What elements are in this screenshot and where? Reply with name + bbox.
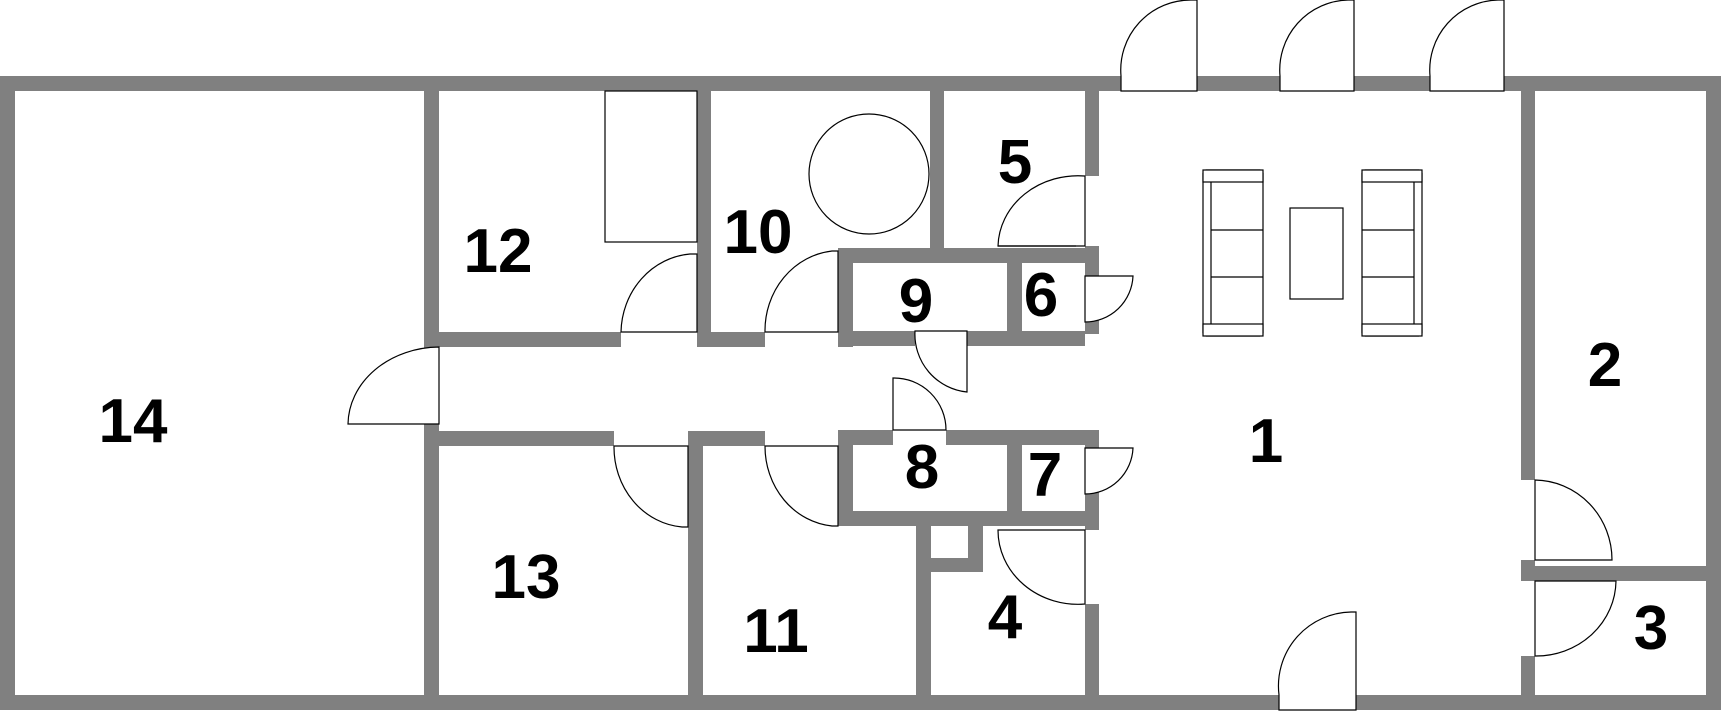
wall-9-bottom-a [853,331,915,346]
door-11 [764,445,839,527]
room-label-12: 12 [464,217,533,286]
wall-13-11 [688,431,703,710]
corridor-wall-south-b [688,431,765,446]
bed-12 [604,90,698,243]
door-14 [347,346,440,425]
wall-2-3 [1521,566,1721,581]
wall-8-7 [1007,430,1022,526]
exterior-door-openings [1121,76,1504,710]
room-label-1: 1 [1249,407,1283,476]
wall-9-west [838,248,853,346]
furniture [604,90,1423,337]
door-8 [892,377,947,431]
door-9 [914,330,968,393]
room-label-13: 13 [492,543,561,612]
door-6 [1084,275,1134,323]
outer-wall-left [0,76,15,710]
corridor-wall-north-a [424,332,621,347]
room-label-3: 3 [1634,594,1668,663]
room-label-4: 4 [988,583,1023,652]
wall-9-top [838,248,1098,263]
wall-1-3 [1521,656,1535,710]
room-label-14: 14 [99,387,168,456]
outer-wall-bottom [0,695,1721,710]
closet-wall-bottom [916,558,983,572]
wall-7-1 [1085,430,1099,448]
room-label-11: 11 [743,597,809,666]
door-13 [613,445,689,528]
walls [0,76,1721,710]
wall-9-bottom-b [967,331,1098,346]
room-label-10: 10 [724,198,793,267]
door-5 [997,175,1086,247]
room-label-6: 6 [1024,261,1058,330]
round-table-10 [808,113,930,235]
door-10 [764,250,839,333]
wall-1-2 [1521,76,1535,480]
corridor-wall-north-b [697,332,765,347]
door-4 [997,529,1086,605]
room-label-9: 9 [899,267,933,336]
room-label-8: 8 [905,433,939,502]
outer-wall-right [1706,76,1721,710]
wall-9-6 [1007,248,1022,346]
door-7 [1084,447,1134,495]
door-1-north-c [1429,0,1505,92]
room-labels: 1 2 3 4 5 6 7 8 9 10 11 12 13 14 [99,128,1669,666]
wall-11-4 [916,511,931,710]
door-1-north-a [1120,0,1198,92]
door-1-south [1277,611,1357,711]
room-label-7: 7 [1028,441,1062,510]
door-3 [1534,580,1617,657]
door-12 [620,253,698,333]
corridor-wall-south-a [424,431,614,446]
wall-5-1 [1085,76,1099,176]
doors [347,0,1617,711]
wall-4-1 [1085,604,1099,710]
wall-8-west [838,430,853,526]
wall-12-10 [697,76,711,332]
room-label-5: 5 [998,128,1032,197]
room-label-2: 2 [1588,331,1622,400]
coffee-table [1289,207,1344,300]
wall-10-5 [930,76,944,248]
door-2 [1534,479,1613,561]
wall-7-1-b [1085,492,1099,530]
sofa-left [1202,169,1264,337]
closet-wall-east [968,511,983,572]
sofa-right [1361,169,1423,337]
door-1-north-b [1279,0,1355,92]
